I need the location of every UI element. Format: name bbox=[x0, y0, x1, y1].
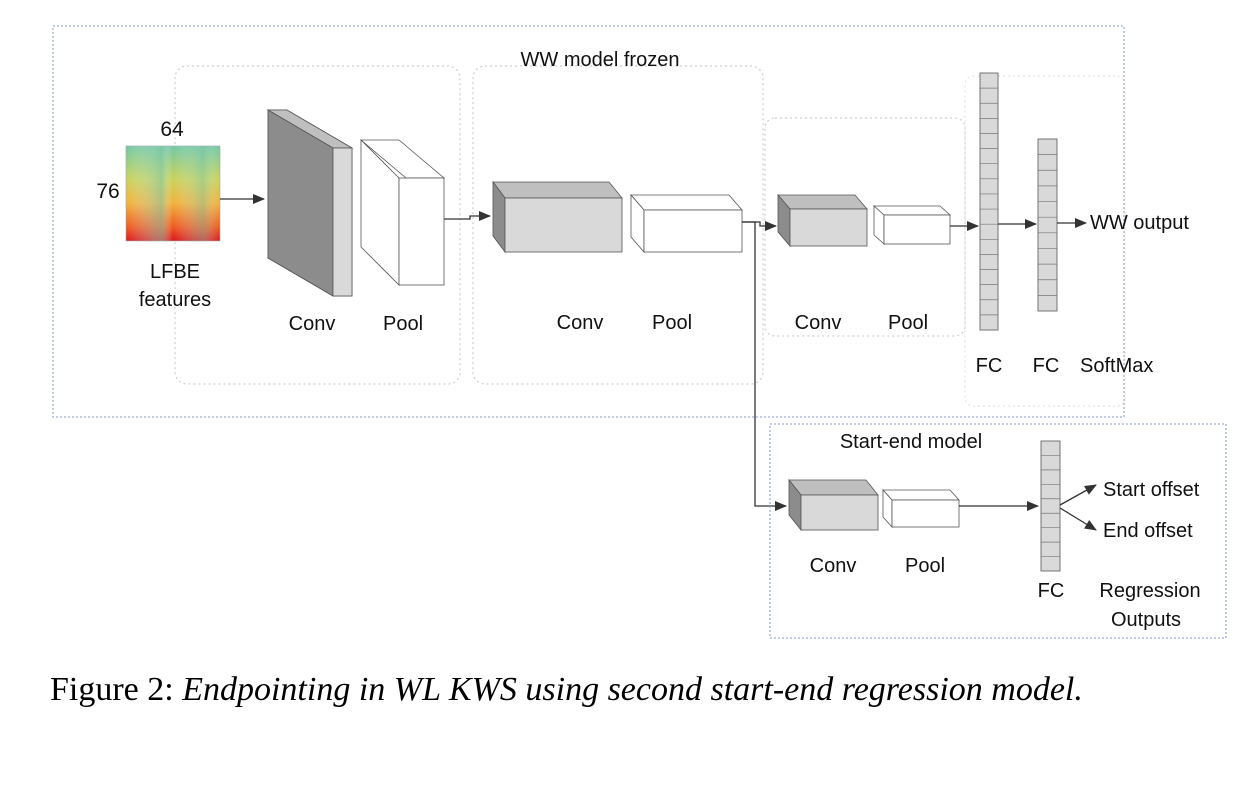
start-end-fc-layer bbox=[1040, 440, 1061, 572]
caption-body: Endpointing in WL KWS using second start… bbox=[182, 671, 1083, 708]
stage3-conv-block bbox=[777, 193, 868, 248]
stage2-conv-label: Conv bbox=[557, 312, 604, 334]
start-offset-label: Start offset bbox=[1103, 479, 1200, 501]
start-end-model-box bbox=[769, 423, 1227, 639]
stage1-pool-label: Pool bbox=[383, 313, 423, 335]
start-end-fc-label: FC bbox=[1038, 580, 1065, 602]
start-end-pool-block bbox=[882, 488, 960, 529]
fc2-label: FC bbox=[1033, 355, 1060, 377]
fc-group-outline bbox=[964, 75, 1126, 407]
regression-label-line1: Regression bbox=[1099, 580, 1200, 602]
start-end-title: Start-end model bbox=[840, 431, 982, 453]
regression-label-line2: Outputs bbox=[1111, 609, 1181, 631]
fc2-layer bbox=[1037, 138, 1058, 312]
stage2-group-outline bbox=[472, 65, 764, 385]
stage1-group-outline bbox=[174, 65, 461, 385]
stage3-group-outline bbox=[764, 117, 966, 337]
frozen-model-title: WW model frozen bbox=[521, 49, 680, 71]
start-end-arrows bbox=[959, 484, 1097, 531]
start-end-conv-label: Conv bbox=[810, 555, 857, 577]
frozen-model-box bbox=[52, 25, 1125, 418]
fc-layer-body bbox=[979, 72, 999, 331]
stage1-conv-label: Conv bbox=[289, 313, 336, 335]
fc1-layer bbox=[979, 72, 999, 331]
stage3-pool-block bbox=[872, 205, 952, 245]
spectrogram-image bbox=[125, 145, 221, 242]
fc1-label: FC bbox=[976, 355, 1003, 377]
input-label-line2: features bbox=[139, 289, 211, 311]
architecture-diagram: 64 76 LFBE features Conv Pool WW model f… bbox=[52, 25, 1227, 639]
input-dim-left: 76 bbox=[96, 180, 119, 203]
stage1-conv-block bbox=[266, 109, 354, 297]
start-end-conv-block bbox=[788, 478, 879, 532]
input-label-line1: LFBE bbox=[150, 261, 200, 283]
softmax-label: SoftMax bbox=[1080, 355, 1153, 377]
input-dim-top: 64 bbox=[160, 118, 184, 141]
stage1-pool-block bbox=[359, 139, 446, 286]
stage3-conv-label: Conv bbox=[795, 312, 842, 334]
end-offset-label: End offset bbox=[1103, 520, 1193, 542]
fc-layer-body bbox=[1040, 440, 1061, 572]
fc-layer-body bbox=[1037, 138, 1058, 312]
figure-caption: Figure 2: Endpointing in WL KWS using se… bbox=[50, 668, 1228, 712]
ww-output-label: WW output bbox=[1090, 212, 1189, 234]
caption-prefix: Figure 2: bbox=[50, 671, 174, 708]
stage2-pool-label: Pool bbox=[652, 312, 692, 334]
start-end-pool-label: Pool bbox=[905, 555, 945, 577]
stage2-pool-block bbox=[630, 193, 743, 254]
stage3-pool-label: Pool bbox=[888, 312, 928, 334]
stage2-conv-block bbox=[492, 180, 623, 254]
